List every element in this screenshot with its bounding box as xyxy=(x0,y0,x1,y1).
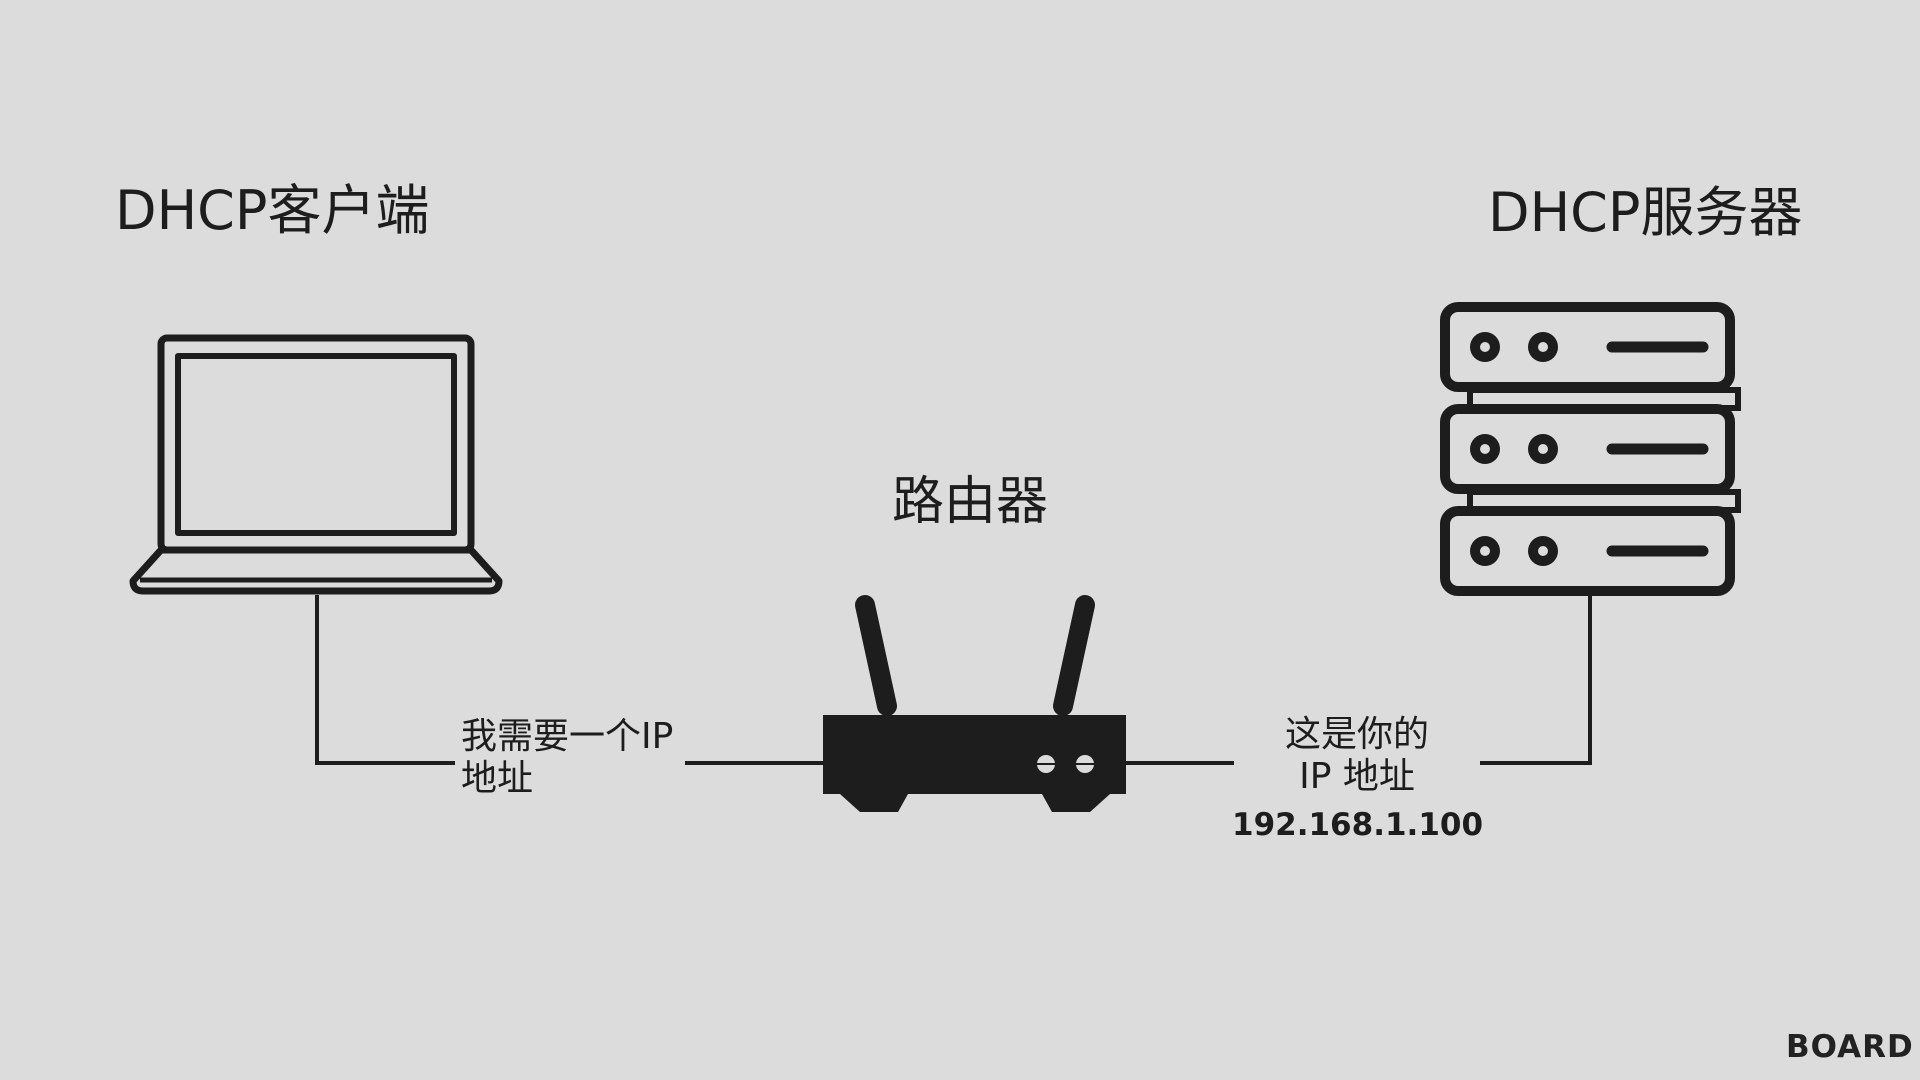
ip-address: 192.168.1.100 xyxy=(1232,807,1484,843)
board-logo: BOARD xyxy=(1786,1029,1914,1065)
client-router-connector xyxy=(315,595,824,765)
request-message-line: 地址 xyxy=(461,758,534,799)
reply-message-line: IP 地址 xyxy=(1299,756,1415,797)
request-message-line: 我需要一个IP xyxy=(461,716,674,757)
request-message: 我需要一个IP 地址 xyxy=(461,716,691,800)
board-logo-text: BOARD xyxy=(1786,1029,1914,1065)
server-label: DHCP服务器 xyxy=(1488,181,1803,244)
client-label: DHCP客户端 xyxy=(115,179,430,242)
server-unit xyxy=(1440,302,1735,392)
router-label: 路由器 xyxy=(892,472,1049,532)
reply-message: 这是你的 IP 地址 xyxy=(1242,714,1472,798)
laptop-icon xyxy=(129,334,503,595)
server-rack-icon xyxy=(1440,302,1741,596)
server-unit xyxy=(1440,506,1735,596)
server-unit xyxy=(1440,404,1735,494)
router-icon xyxy=(823,595,1126,812)
reply-message-line: 这是你的 xyxy=(1284,714,1429,755)
router-server-connector xyxy=(1124,595,1592,765)
